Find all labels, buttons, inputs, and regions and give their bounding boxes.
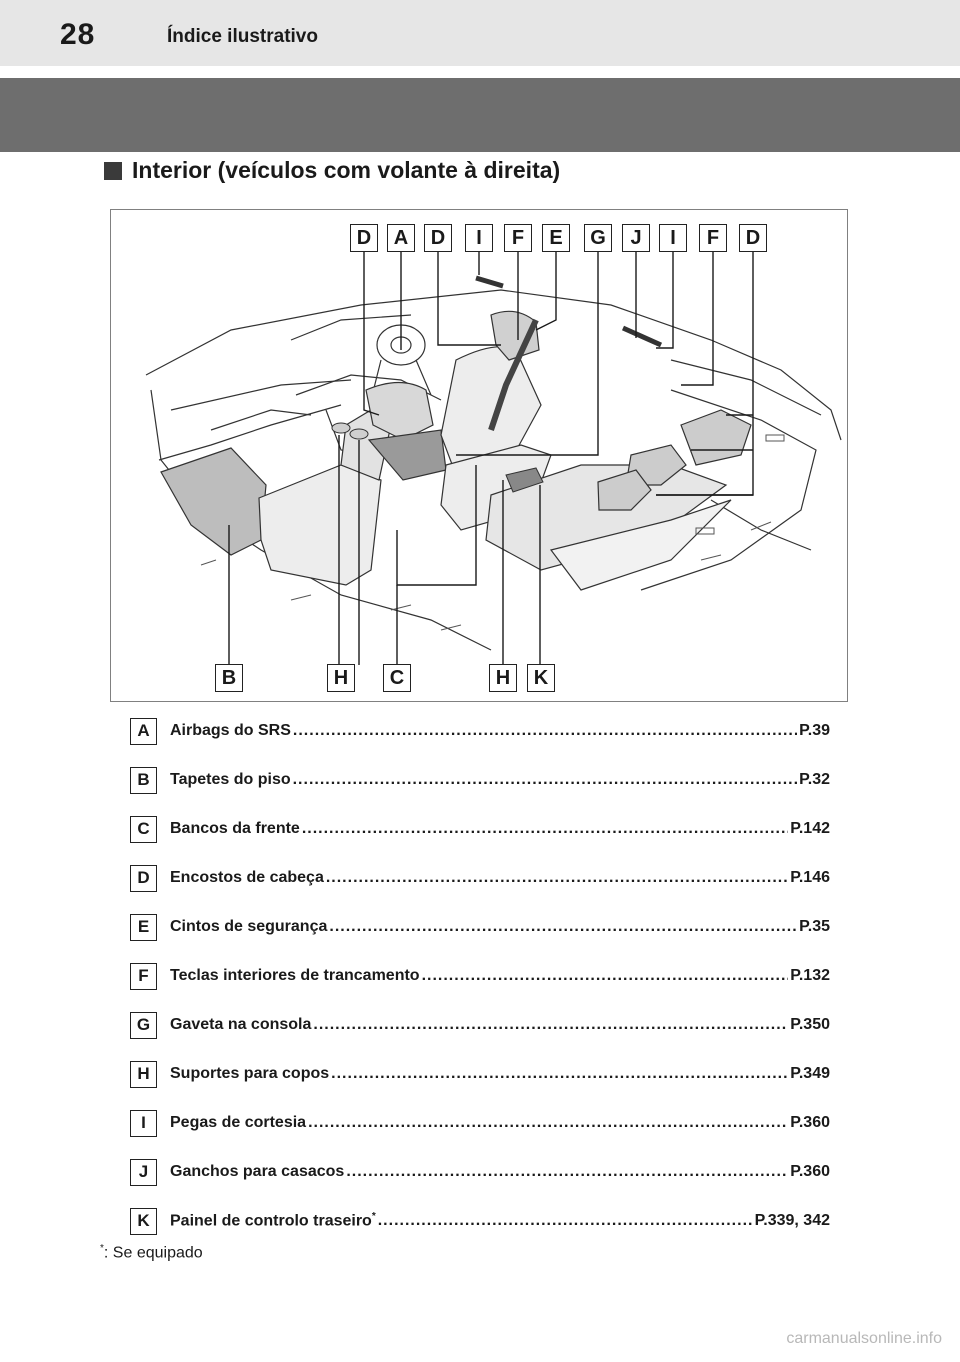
legend-item: D Encostos de cabeça P.146	[130, 863, 830, 893]
leader-dots	[331, 1065, 788, 1083]
leader-dots	[293, 771, 798, 789]
legend-item: I Pegas de cortesia P.360	[130, 1108, 830, 1138]
header-band	[0, 78, 960, 152]
bullet-square-icon	[104, 161, 122, 180]
leader-dots	[308, 1114, 788, 1132]
footnote-text: : Se equipado	[103, 1244, 203, 1262]
legend-item: A Airbags do SRS P.39	[130, 716, 830, 746]
legend-item: H Suportes para copos P.349	[130, 1059, 830, 1089]
legend-letter: H	[130, 1060, 157, 1088]
legend-letter: D	[130, 864, 157, 892]
legend-page-ref: P.146	[790, 869, 830, 886]
callout-top-9: I	[659, 224, 687, 252]
legend-letter: C	[130, 815, 157, 843]
legend-label: Pegas de cortesia	[170, 1114, 307, 1131]
callout-top-1: D	[350, 224, 378, 252]
legend-item: E Cintos de segurança P.35	[130, 912, 830, 942]
callout-top-7: G	[584, 224, 612, 252]
callout-top-8: J	[622, 224, 650, 252]
legend-label: Encostos de cabeça	[170, 869, 324, 886]
legend-page-ref: P.360	[790, 1114, 830, 1131]
legend-label: Teclas interiores de trancamento	[170, 967, 420, 984]
legend-page-ref: P.39	[799, 722, 830, 739]
legend-page-ref: P.132	[790, 967, 830, 984]
legend-letter: K	[130, 1207, 157, 1235]
legend-label: Painel de controlo traseiro*	[170, 1211, 376, 1230]
callout-top-4: I	[465, 224, 493, 252]
section-title-text: Interior (veículos com volante à direita…	[132, 157, 561, 183]
legend-letter: F	[130, 962, 157, 990]
callout-top-3: D	[424, 224, 452, 252]
leader-dots	[302, 820, 788, 838]
legend-item: F Teclas interiores de trancamento P.132	[130, 961, 830, 991]
legend-page-ref: P.142	[790, 820, 830, 837]
legend-label: Gaveta na consola	[170, 1016, 312, 1033]
legend-label: Airbags do SRS	[170, 722, 291, 739]
legend-page-ref: P.32	[799, 771, 830, 788]
watermark: carmanualsonline.info	[786, 1330, 942, 1347]
legend-item: B Tapetes do piso P.32	[130, 765, 830, 795]
callout-bottom-5: K	[527, 664, 555, 692]
legend-page-ref: P.35	[799, 918, 830, 935]
legend-item: J Ganchos para casacos P.360	[130, 1157, 830, 1187]
leader-dots	[422, 967, 789, 985]
legend-item: K Painel de controlo traseiro* P.339, 34…	[130, 1206, 830, 1236]
callout-bottom-1: B	[215, 664, 243, 692]
leader-dots	[346, 1163, 788, 1181]
callout-bottom-3: C	[383, 664, 411, 692]
leader-dots	[293, 722, 797, 740]
legend-item: G Gaveta na consola P.350	[130, 1010, 830, 1040]
legend-letter: I	[130, 1109, 157, 1137]
legend-label: Cintos de segurança	[170, 918, 328, 935]
callout-bottom-2: H	[327, 664, 355, 692]
legend-page-ref: P.349	[790, 1065, 830, 1082]
legend-letter: A	[130, 717, 157, 745]
legend-letter: J	[130, 1158, 157, 1186]
legend-page-ref: P.350	[790, 1016, 830, 1033]
leader-lines	[228, 252, 754, 665]
legend-label-text: Painel de controlo traseiro	[170, 1212, 372, 1230]
legend-label: Tapetes do piso	[170, 771, 291, 788]
footnote: *: Se equipado	[100, 1243, 203, 1262]
legend-label: Ganchos para casacos	[170, 1163, 345, 1180]
legend-letter: E	[130, 913, 157, 941]
callout-top-6: E	[542, 224, 570, 252]
callout-top-5: F	[504, 224, 532, 252]
car-interior-drawing	[145, 252, 842, 665]
callout-bottom-4: H	[489, 664, 517, 692]
leader-dots	[326, 869, 788, 887]
legend-letter: B	[130, 766, 157, 794]
callout-top-10: F	[699, 224, 727, 252]
legend-item: C Bancos da frente P.142	[130, 814, 830, 844]
legend-label: Suportes para copos	[170, 1065, 330, 1082]
leader-dots	[378, 1212, 753, 1230]
callout-top-2: A	[387, 224, 415, 252]
legend-label: Bancos da frente	[170, 820, 300, 837]
leader-dots	[313, 1016, 788, 1034]
legend-page-ref: P.339, 342	[754, 1212, 830, 1229]
footnote-asterisk: *	[100, 1243, 104, 1254]
callout-top-11: D	[739, 224, 767, 252]
interior-illustration: D A D I F E G J I F D B H C H K	[110, 209, 848, 702]
section-title: Interior (veículos com volante à direita…	[104, 157, 560, 184]
page-header: 28 Índice ilustrativo	[0, 0, 960, 66]
footnote-mark: *	[371, 1211, 376, 1223]
leader-dots	[329, 918, 797, 936]
page-number: 28	[60, 18, 96, 51]
legend-page-ref: P.360	[790, 1163, 830, 1180]
header-title: Índice ilustrativo	[167, 26, 318, 47]
legend-letter: G	[130, 1011, 157, 1039]
